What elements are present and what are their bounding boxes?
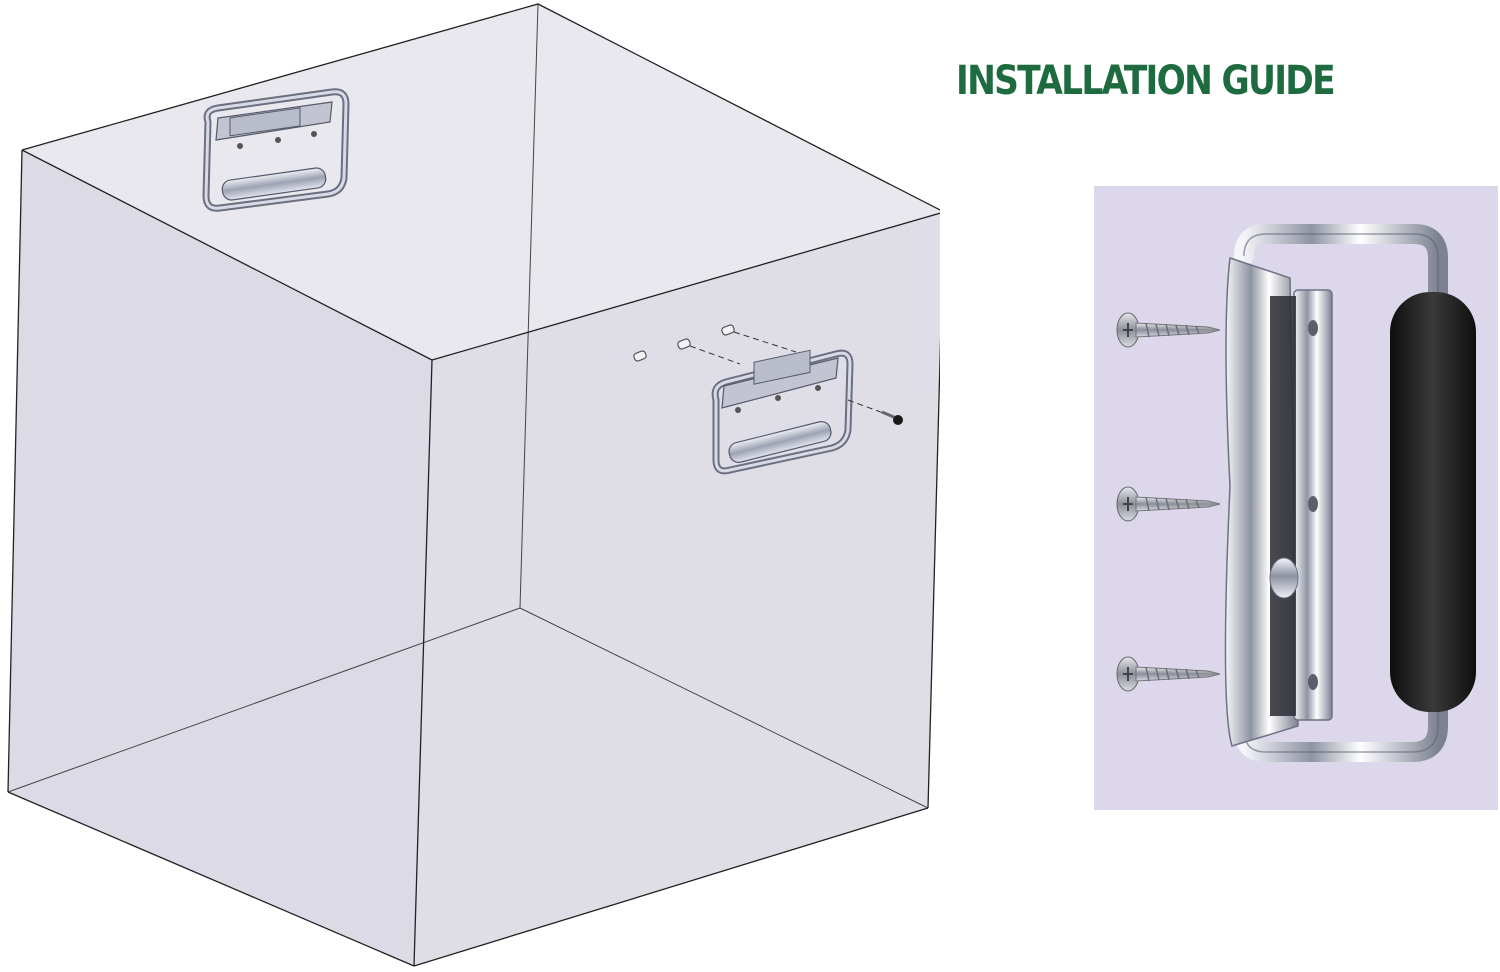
exploded-handle-icon xyxy=(711,349,854,475)
insert-icon xyxy=(633,324,735,362)
box-hidden-edges xyxy=(7,3,929,809)
screw-icon xyxy=(1116,656,1221,692)
installation-guide-title: INSTALLATION GUIDE xyxy=(956,58,1336,104)
folding-handle-icon xyxy=(202,88,350,212)
assembly-lines xyxy=(689,331,887,415)
box-face-left xyxy=(8,150,432,966)
screw-icon xyxy=(1116,312,1221,348)
box-face-right xyxy=(414,213,940,966)
box-edges xyxy=(7,3,940,967)
box-diagram xyxy=(7,3,940,967)
screw-icon xyxy=(881,410,903,425)
screw-icon xyxy=(1116,486,1221,522)
handle-photo-panel xyxy=(1094,186,1498,810)
